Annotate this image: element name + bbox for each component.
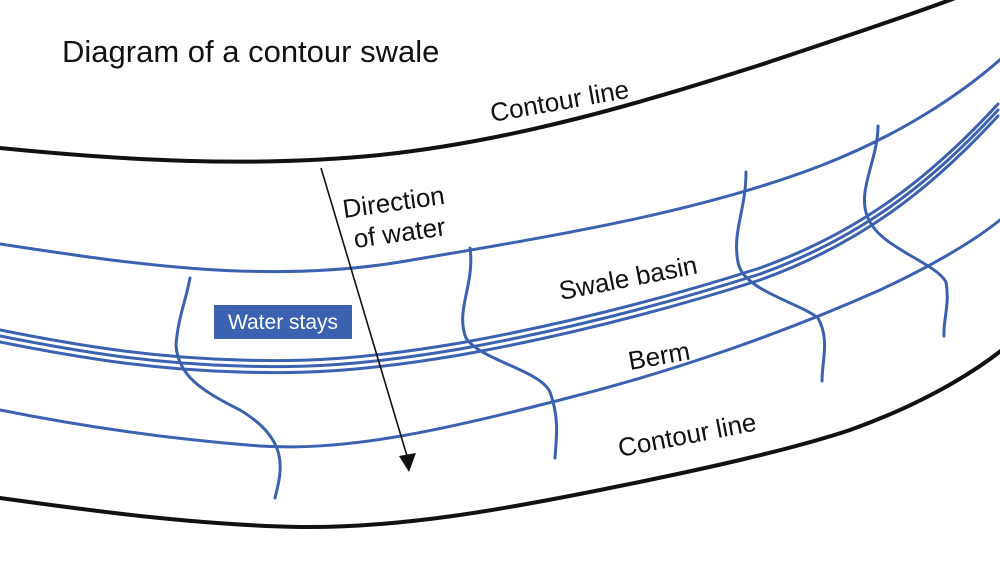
water-direction-arrowhead (399, 453, 416, 472)
diagram-title: Diagram of a contour swale (62, 34, 439, 69)
cross-section-line-2 (461, 246, 559, 460)
swale-upper-edge (0, 57, 1000, 274)
top-contour-line (0, 0, 956, 164)
swale-lines (0, 57, 1000, 500)
berm-crest-line-1 (0, 102, 1000, 363)
berm-label: Berm (626, 336, 692, 376)
cross-section-line-4 (862, 124, 949, 338)
top-contour-label: Contour line (488, 74, 631, 128)
water-stays-badge: Water stays (214, 305, 352, 339)
cross-section-line-1 (174, 276, 282, 500)
water-stays-badge-background (214, 305, 352, 339)
bottom-contour-label: Contour line (615, 407, 758, 463)
water-direction-arrow (320, 167, 408, 457)
berm-crest-line-2 (0, 108, 1000, 369)
berm-lower-edge (0, 218, 1000, 449)
bottom-contour-line (0, 349, 1000, 530)
berm-crest-line-3 (0, 114, 1000, 375)
water-stays-label: Water stays (228, 311, 338, 334)
cross-section-line-3 (735, 170, 827, 383)
